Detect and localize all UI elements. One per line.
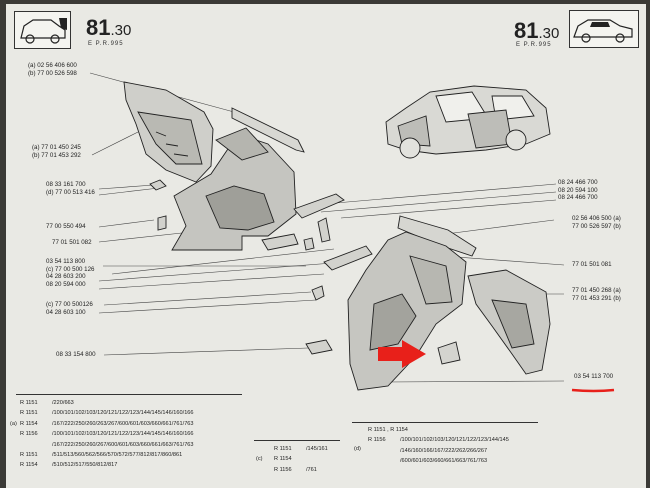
wheel-arch-upper-left: [123, 81, 214, 183]
small-parts-right: [437, 341, 461, 365]
table-a: R 1151/220/663 R 1151/100/101/102/103/12…: [20, 398, 194, 471]
label-group-left-2: 08 33 161 700(d) 77 00 513 416: [46, 181, 95, 196]
roof-rail-right: [397, 215, 477, 257]
page-ref-right: E P.R.995: [516, 42, 552, 48]
exploded-parts-drawing: [89, 72, 615, 393]
label-group-left-1: (a) 77 01 450 245(b) 77 01 453 292: [32, 144, 81, 159]
rear-quarter-right: [347, 231, 467, 391]
table-b: R 1151/145/161 R 1154 R 1156/761: [274, 444, 328, 475]
label-group-right-2: 77 01 501 081: [572, 261, 612, 268]
page-number-left: 81.30: [86, 15, 132, 40]
label-group-left-4: 77 01 501 082: [52, 239, 92, 246]
table-row: R 1154/167/222/250/260/263/267/600/601/6…: [20, 420, 194, 427]
roof-rail-left: [231, 107, 305, 153]
highlight-underline: [571, 388, 615, 393]
car-thumbnail-left: [14, 11, 71, 49]
parts-catalog-page: 81.30 E P.R.995 81.30 E P.R.995: [6, 4, 646, 488]
table-a-marker: (a): [10, 421, 17, 427]
table-row: R 1154/510/512/517/550/812/817: [20, 462, 118, 469]
highlight-arrow: [378, 340, 426, 368]
page-ref-left: E P.R.995: [88, 41, 124, 47]
table-row: R 1156/100/101/102/103/120/121/122/123/1…: [20, 431, 194, 438]
table-row: R 1151/145/161: [274, 446, 328, 452]
table-b-rule: [254, 440, 340, 441]
table-row: /167/222/250/260/267/600/601/603/660/661…: [52, 441, 194, 448]
table-row: R 1151/511/513/560/562/566/570/572/577/8…: [20, 452, 183, 459]
car-thumbnail-right: [569, 10, 639, 48]
table-d: R 1151 , R 1154 R 1156/100/101/102/103/1…: [368, 425, 509, 467]
table-row: /146/160/166/167/222/262/266/267: [400, 447, 488, 454]
table-b-marker: (c): [256, 456, 263, 462]
table-row: R 1156/761: [274, 466, 317, 473]
table-row: /600/601/603/660/661/663/761/763: [400, 458, 488, 465]
label-group-left-0: (a) 02 56 406 600(b) 77 00 526 598: [28, 62, 77, 77]
small-parts-left: [149, 179, 373, 355]
table-row: R 1151/100/101/102/103/120/121/122/123/1…: [20, 410, 194, 417]
page-number-right: 81.30: [514, 18, 560, 43]
body-shell-drawing: [385, 85, 551, 159]
table-d-rule: [352, 422, 538, 423]
label-group-right-1: 02 56 406 500 (a)77 00 526 597 (b): [572, 215, 621, 230]
table-row: R 1151/220/663: [20, 400, 74, 406]
table-row: R 1154: [274, 456, 292, 463]
label-group-right-3: 77 01 450 268 (a)77 01 453 291 (b): [572, 287, 621, 302]
label-group-right-4: 03 54 113 700: [574, 373, 614, 380]
table-row: R 1151 , R 1154: [368, 427, 408, 433]
label-group-left-5: 03 54 113 800(c) 77 00 500 126 04 28 603…: [46, 258, 95, 288]
inner-wheelhouse-left: [171, 127, 297, 251]
label-group-left-7: 08 33 154 800: [56, 351, 96, 358]
table-row: R 1156/100/101/102/103/120/121/122/123/1…: [368, 437, 509, 444]
table-d-marker: (d): [354, 446, 361, 452]
wheel-arch-right: [467, 269, 551, 375]
label-group-left-3: 77 00 550 494: [46, 223, 86, 230]
table-a-rule: [16, 394, 242, 395]
